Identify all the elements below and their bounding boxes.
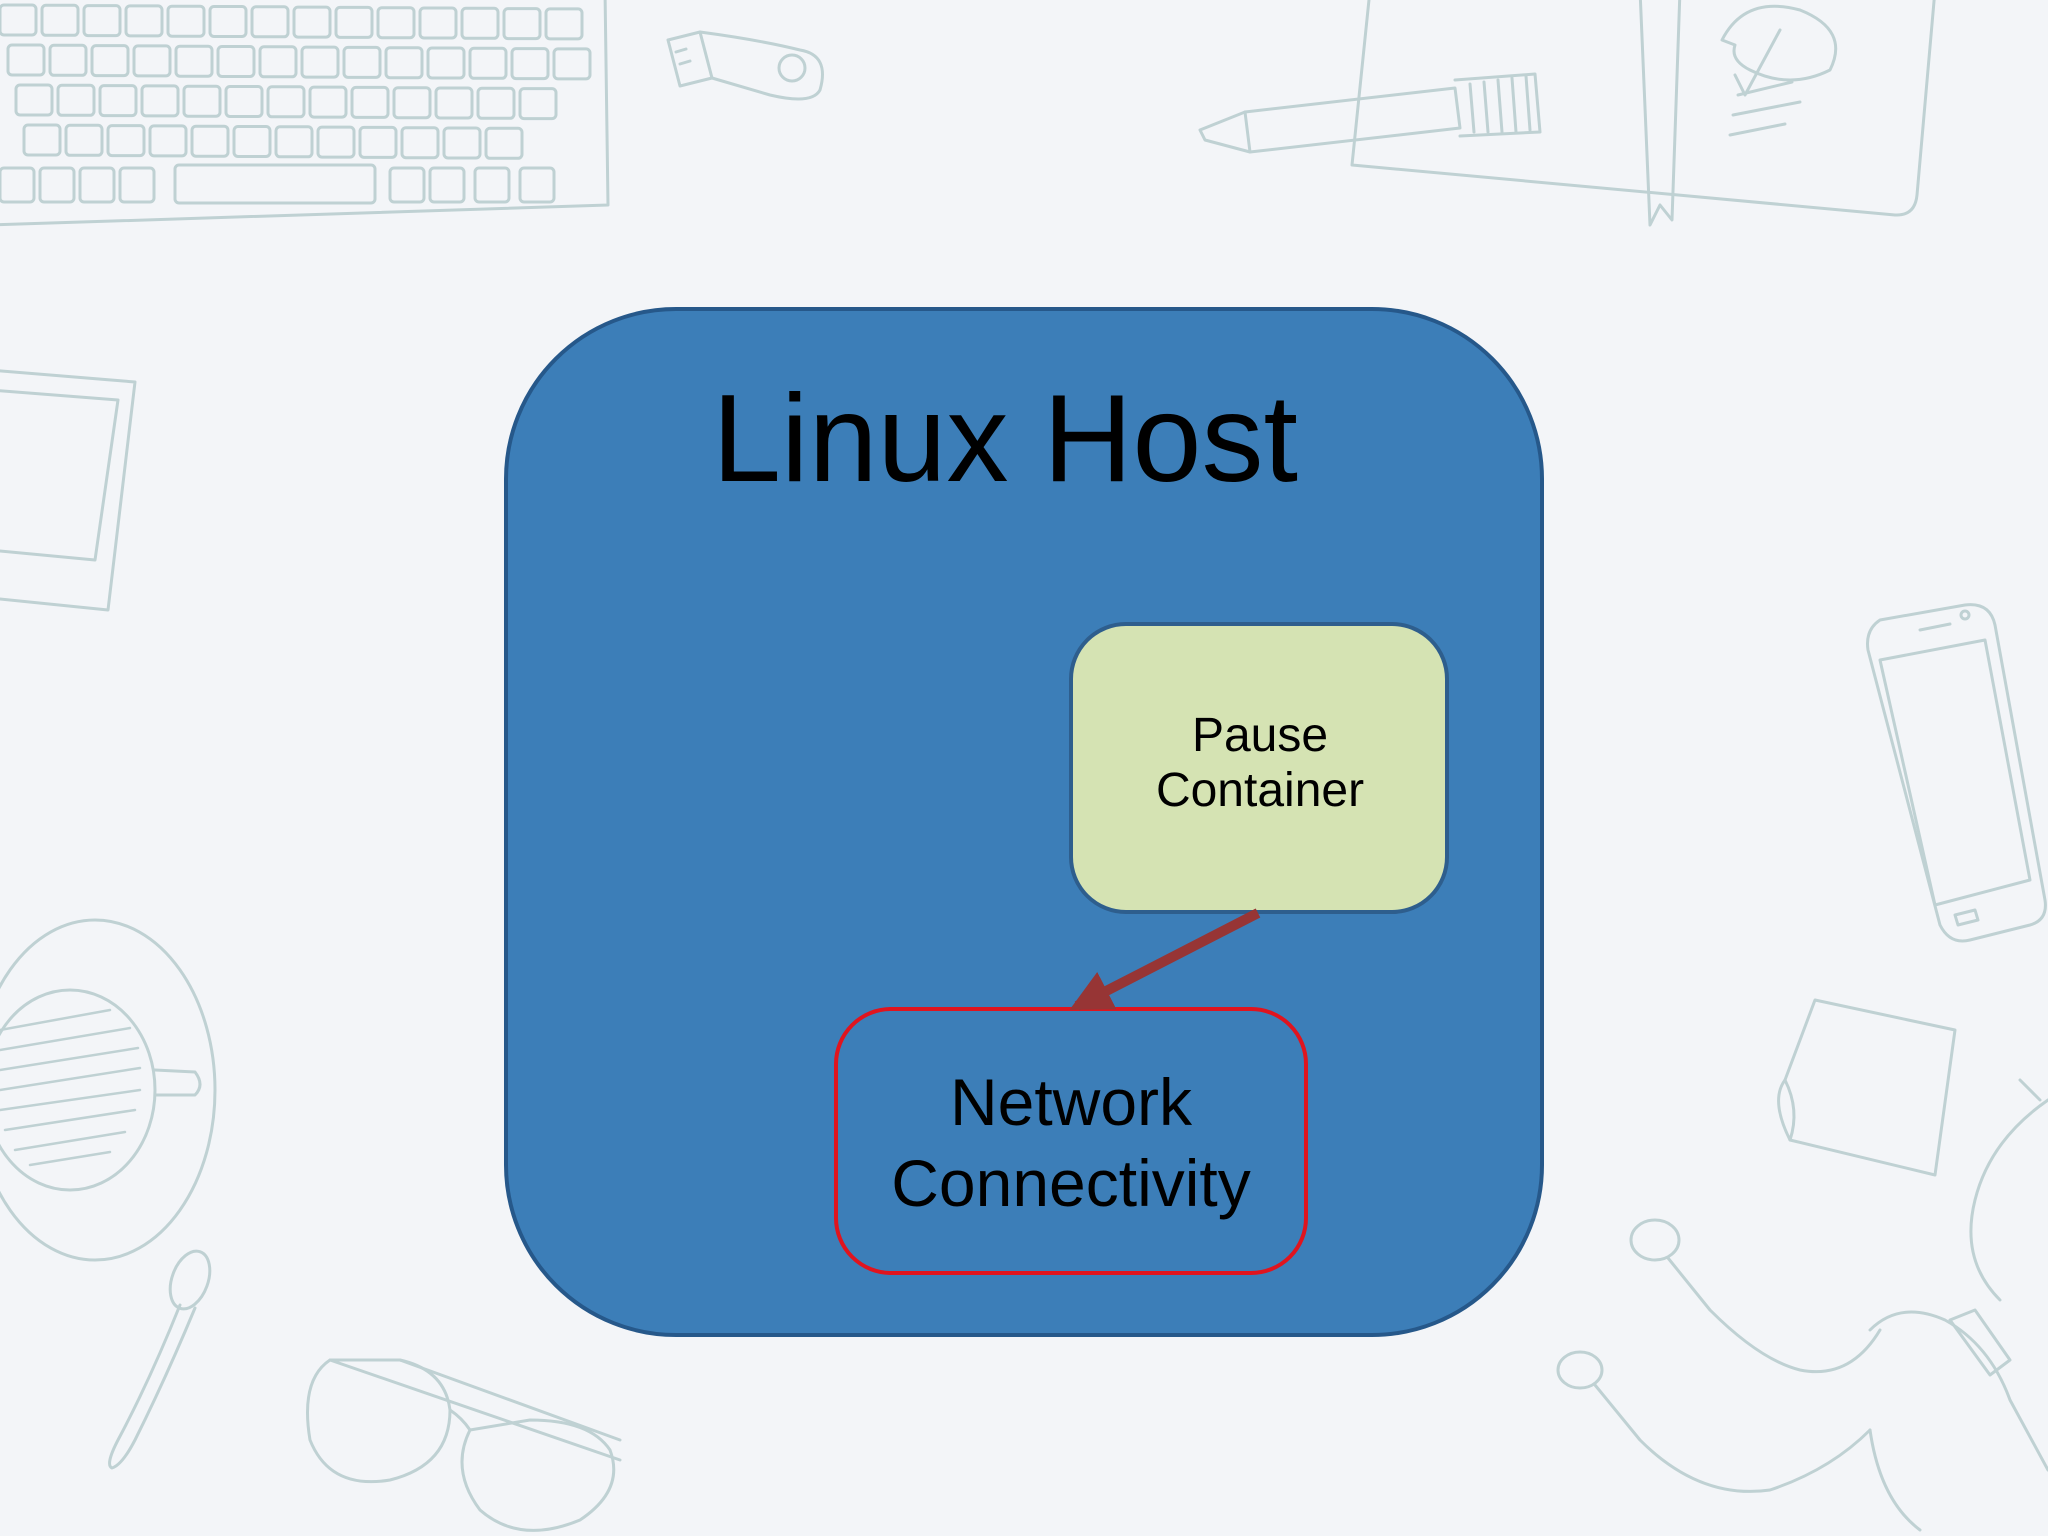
earphones-icon	[1556, 1078, 2048, 1532]
network-connectivity-label: Network Connectivity	[836, 1062, 1306, 1223]
marker-icon	[1198, 72, 1542, 154]
linux-host-box	[504, 307, 1544, 1337]
coffee-cup-icon	[0, 918, 217, 1262]
keyboard-icon	[0, 0, 610, 227]
glasses-icon	[306, 1358, 622, 1532]
smartphone-icon	[1866, 603, 2047, 943]
network-connectivity-label-line2: Connectivity	[891, 1145, 1251, 1220]
linux-host-title: Linux Host	[712, 370, 1298, 508]
usb-stick-icon	[666, 30, 824, 101]
sticky-note-icon	[1777, 998, 1957, 1177]
spoon-icon	[108, 1249, 212, 1470]
pause-to-network-arrow	[1069, 908, 1261, 1011]
network-connectivity-label-line1: Network	[949, 1065, 1193, 1139]
pause-container-label: Pause Container	[1070, 708, 1450, 818]
pause-container-label-line2: Container	[1155, 764, 1365, 818]
pause-container-box	[1069, 622, 1449, 914]
tablet-icon	[0, 369, 137, 612]
notebook-icon	[1350, 0, 1936, 227]
pause-container-label-line1: Pause	[1191, 709, 1329, 762]
